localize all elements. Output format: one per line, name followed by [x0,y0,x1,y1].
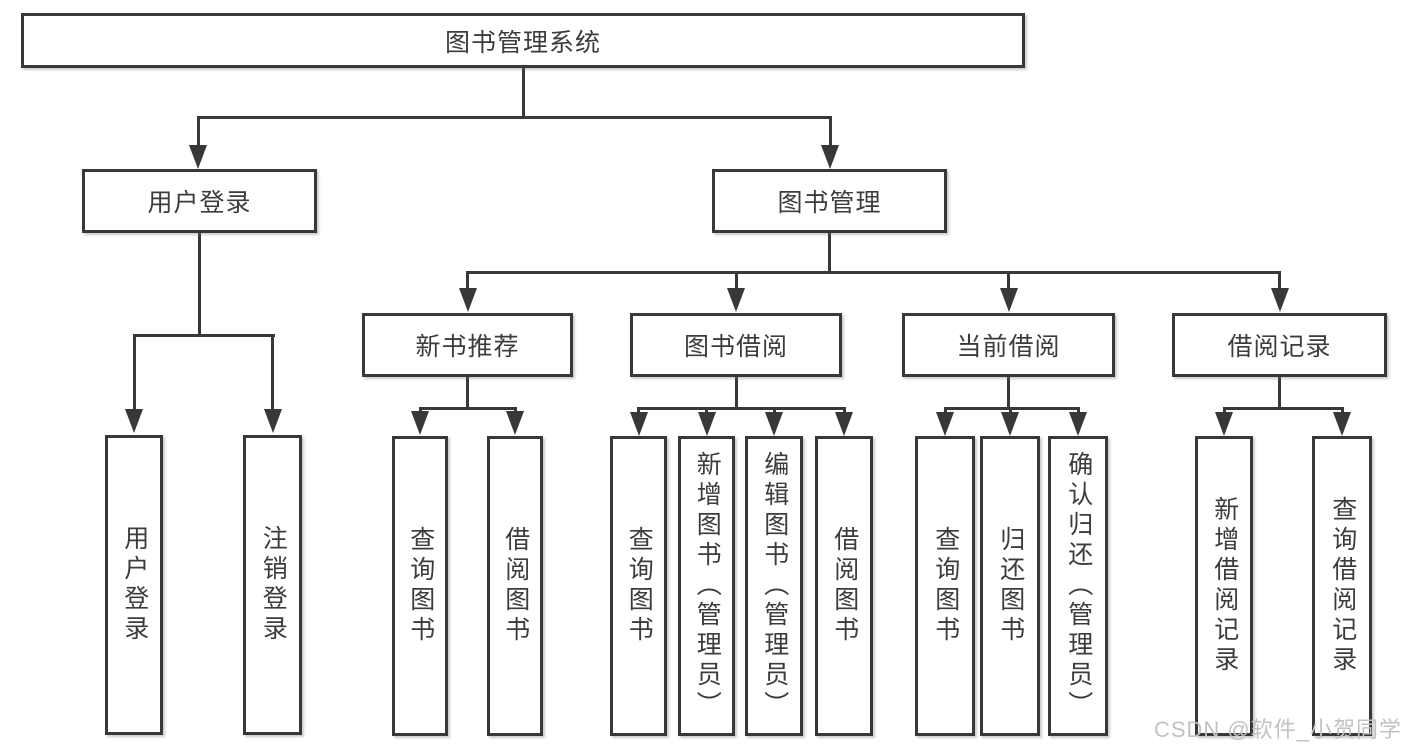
line [1278,270,1281,290]
line [1007,270,1010,290]
line [132,333,275,337]
line [196,115,832,119]
line [943,406,947,415]
arrow-down-icon [835,412,853,436]
node-label: 当前借阅 [956,333,1061,361]
line [637,406,640,415]
line [637,406,846,410]
arrow-down-icon [821,145,839,169]
line [521,68,525,117]
node-label: 查询借阅记录 [1328,496,1357,676]
node-label: 新增图书（管理员） [693,451,722,721]
node-user-login: 用户登录 [82,169,317,233]
line [418,406,422,415]
line [466,270,1281,274]
node-label: 图书借阅 [683,333,788,361]
line [513,406,517,415]
node-label: 新增借阅记录 [1210,496,1239,676]
node-label: 借阅图书 [830,526,859,646]
node-book-borrow: 图书借阅 [630,313,842,377]
arrow-down-icon [1069,412,1087,436]
line [828,115,832,149]
node-label: 借阅图书 [501,526,530,646]
arrow-down-icon [765,412,783,436]
node-leaf-add-borrow-record: 新增借阅记录 [1195,436,1253,736]
line [1222,406,1226,415]
node-leaf-borrow-books-a: 借阅图书 [487,436,543,736]
node-leaf-return-books: 归还图书 [980,436,1040,736]
line [943,406,1080,410]
arrow-down-icon [697,412,716,436]
line [196,115,200,149]
node-book-manage: 图书管理 [712,169,947,233]
line [1007,377,1010,408]
arrow-down-icon [727,288,745,312]
node-borrow-records: 借阅记录 [1172,313,1387,377]
line [1340,406,1344,415]
node-leaf-edit-books-admin: 编辑图书（管理员） [745,436,803,736]
line [842,406,846,415]
node-label: 确认归还（管理员） [1064,451,1093,721]
node-new-book-recommend: 新书推荐 [362,313,573,377]
arrow-down-icon [936,412,954,436]
node-label: 查询图书 [625,526,654,646]
csdn-watermark: CSDN @软件_小贺同学 [1153,717,1402,742]
node-label: 用户登录 [147,189,252,217]
node-leaf-query-books-a: 查询图书 [392,436,448,736]
arrow-down-icon [1270,288,1289,312]
line [271,333,274,412]
node-label: 归还图书 [996,526,1025,646]
line [705,406,708,415]
node-leaf-query-books-c: 查询图书 [915,436,975,736]
node-label: 查询图书 [931,526,960,646]
node-label: 新书推荐 [415,333,520,361]
line [828,232,831,272]
arrow-down-icon [458,288,477,312]
line [132,333,136,412]
node-leaf-borrow-books-b: 借阅图书 [815,436,873,736]
arrow-down-icon [999,288,1018,312]
line [734,377,738,408]
line [198,233,201,335]
line [734,270,738,290]
node-library-system: 图书管理系统 [21,13,1025,68]
node-label: 图书管理 [777,189,882,217]
arrow-down-icon [1333,412,1351,436]
node-leaf-confirm-return-admin: 确认归还（管理员） [1048,436,1108,736]
node-label: 图书管理系统 [444,28,601,57]
arrow-down-icon [189,145,207,169]
arrow-down-icon [125,409,143,433]
line [1222,406,1344,410]
node-current-borrow: 当前借阅 [902,313,1115,377]
line [466,377,469,408]
arrow-down-icon [1215,412,1233,436]
node-leaf-query-books-b: 查询图书 [610,436,667,736]
arrow-down-icon [1001,412,1019,436]
line [772,406,776,415]
arrow-down-icon [506,411,524,435]
arrow-down-icon [411,411,429,435]
line [1278,377,1281,408]
arrow-down-icon [629,412,648,436]
node-label: 借阅记录 [1227,333,1332,361]
node-label: 编辑图书（管理员） [760,451,789,721]
node-leaf-add-books-admin: 新增图书（管理员） [678,436,735,736]
line [1076,406,1080,415]
line [418,406,517,410]
node-leaf-query-borrow-record: 查询借阅记录 [1312,436,1372,736]
node-label: 查询图书 [406,526,435,646]
node-leaf-logout: 注销登录 [243,435,302,735]
line [1008,406,1012,415]
node-label: 注销登录 [259,525,288,645]
node-leaf-user-login: 用户登录 [105,435,163,735]
arrow-down-icon [263,409,282,433]
line [466,270,469,290]
node-label: 用户登录 [120,525,149,645]
